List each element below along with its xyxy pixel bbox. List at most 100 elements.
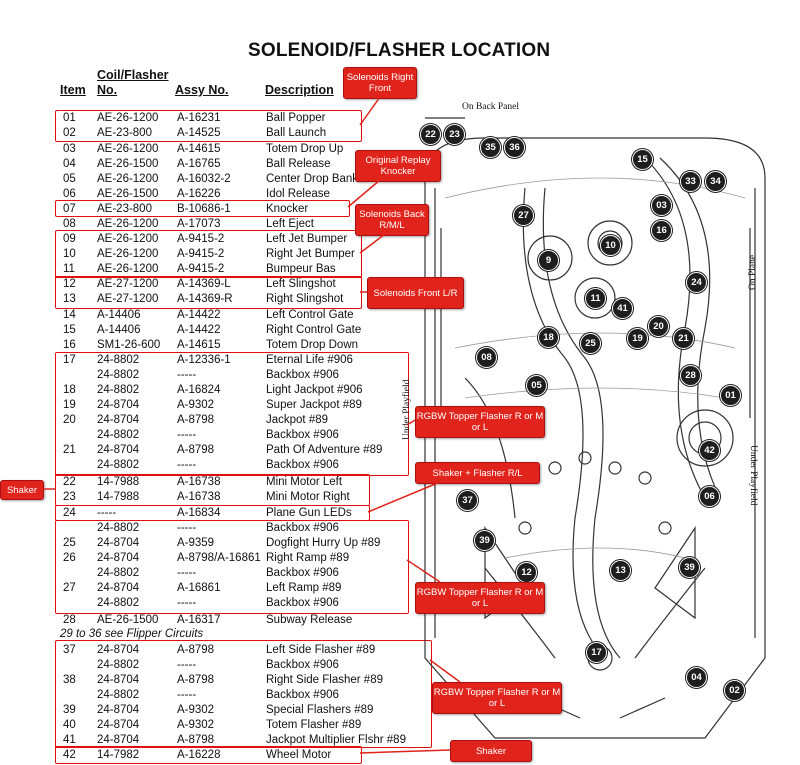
group-outline-shaker-motors <box>55 474 370 506</box>
location-marker: 18 <box>538 327 559 348</box>
location-marker: 01 <box>720 385 741 406</box>
cell-assy: ----- <box>177 597 197 609</box>
cell-coil: 24-8802 <box>97 522 140 534</box>
table-row: 24-8802-----Backbox #906 <box>0 566 800 581</box>
cell-assy: A-8798 <box>177 414 215 426</box>
location-marker: 35 <box>480 137 501 158</box>
location-marker: 37 <box>457 490 478 511</box>
cell-item: 11 <box>63 263 75 275</box>
page-title: SOLENOID/FLASHER LOCATION <box>248 40 551 61</box>
table-row: 24-8802 ----- Backbox #906 <box>0 688 800 703</box>
label-under-playfield-left: Under Playfield <box>402 379 412 440</box>
cell-assy: A-8798 <box>177 674 215 686</box>
cell-desc: Totem Drop Down <box>266 339 359 351</box>
cell-coil: AE-27-1200 <box>97 278 159 290</box>
location-marker: 17 <box>586 642 607 663</box>
cell-assy: A-8798 <box>177 444 215 456</box>
cell-desc: Path Of Adventure #89 <box>266 444 383 456</box>
group-outline-knocker <box>55 200 350 217</box>
cell-desc: Right Ramp #89 <box>266 552 350 564</box>
cell-desc: Light Jackpot #906 <box>266 384 363 396</box>
cell-item: 37 <box>63 644 76 656</box>
header-item: Item <box>60 83 86 97</box>
cell-assy: ----- <box>177 522 197 534</box>
group-outline-back <box>55 230 362 278</box>
cell-assy: ----- <box>177 567 197 579</box>
cell-item: 08 <box>63 218 76 230</box>
location-marker: 04 <box>686 667 707 688</box>
cell-desc: Center Drop Bank <box>266 173 359 185</box>
table-row: 24-8802-----Backbox #906 <box>0 596 800 611</box>
cell-desc: Left Jet Bumper <box>266 233 348 245</box>
cell-item: 04 <box>63 158 76 170</box>
cell-item: 19 <box>63 399 76 411</box>
location-marker: 08 <box>476 347 497 368</box>
cell-coil: AE-26-1500 <box>97 188 159 200</box>
location-marker: 41 <box>612 298 633 319</box>
label-on-back-panel: On Back Panel <box>462 102 519 112</box>
cell-assy: ----- <box>177 689 197 701</box>
cell-coil: AE-26-1200 <box>97 218 159 230</box>
cell-item: 40 <box>63 719 76 731</box>
cell-assy: ----- <box>177 369 197 381</box>
location-marker: 05 <box>526 375 547 396</box>
cell-coil: AE-26-1500 <box>97 158 159 170</box>
cell-desc: Backbox #906 <box>266 429 339 441</box>
cell-item: 03 <box>63 143 76 155</box>
cell-assy: A-9415-2 <box>177 248 225 260</box>
cell-item: 01 <box>63 112 76 124</box>
cell-desc: Special Flashers #89 <box>266 704 374 716</box>
group-outline-plane-gun <box>55 505 370 521</box>
cell-item: 38 <box>63 674 76 686</box>
location-marker: 23 <box>444 124 465 145</box>
cell-item: 12 <box>63 278 76 290</box>
header-assy: Assy No. <box>175 83 229 97</box>
location-marker: 21 <box>673 328 694 349</box>
cell-item: 09 <box>63 233 76 245</box>
location-marker: 9 <box>538 250 559 271</box>
cell-coil: 14-7988 <box>97 491 140 503</box>
cell-item: 28 <box>63 614 76 626</box>
cell-coil: 24-8704 <box>97 414 140 426</box>
cell-desc: Totem Flasher #89 <box>266 719 362 731</box>
cell-coil: AE-23-800 <box>97 203 152 215</box>
cell-coil: SM1-26-600 <box>97 339 161 351</box>
cell-desc: Left Side Flasher #89 <box>266 644 376 656</box>
cell-desc: Backbox #906 <box>266 689 339 701</box>
cell-assy: ----- <box>177 659 197 671</box>
cell-desc: Jackpot #89 <box>266 414 329 426</box>
cell-desc: Backbox #906 <box>266 459 339 471</box>
cell-assy: A-8798/A-16861 <box>177 552 261 564</box>
cell-assy: A-9302 <box>177 704 215 716</box>
callout-rgbw-topper-1: RGBW Topper Flasher R or M or L <box>415 406 545 438</box>
callout-solenoids-back: Solenoids Back R/M/L <box>355 204 429 236</box>
cell-assy: B-10686-1 <box>177 203 231 215</box>
cell-coil: 24-8802 <box>97 689 140 701</box>
location-marker: 39 <box>474 530 495 551</box>
cell-item: 17 <box>63 354 76 366</box>
header-coil-line1: Coil/Flasher <box>97 68 169 82</box>
cell-coil: AE-26-1200 <box>97 112 159 124</box>
cell-item: 02 <box>63 127 76 139</box>
cell-coil: AE-26-1200 <box>97 248 159 260</box>
cell-coil: 24-8704 <box>97 582 140 594</box>
cell-coil: 24-8704 <box>97 734 140 746</box>
location-marker: 42 <box>699 440 720 461</box>
